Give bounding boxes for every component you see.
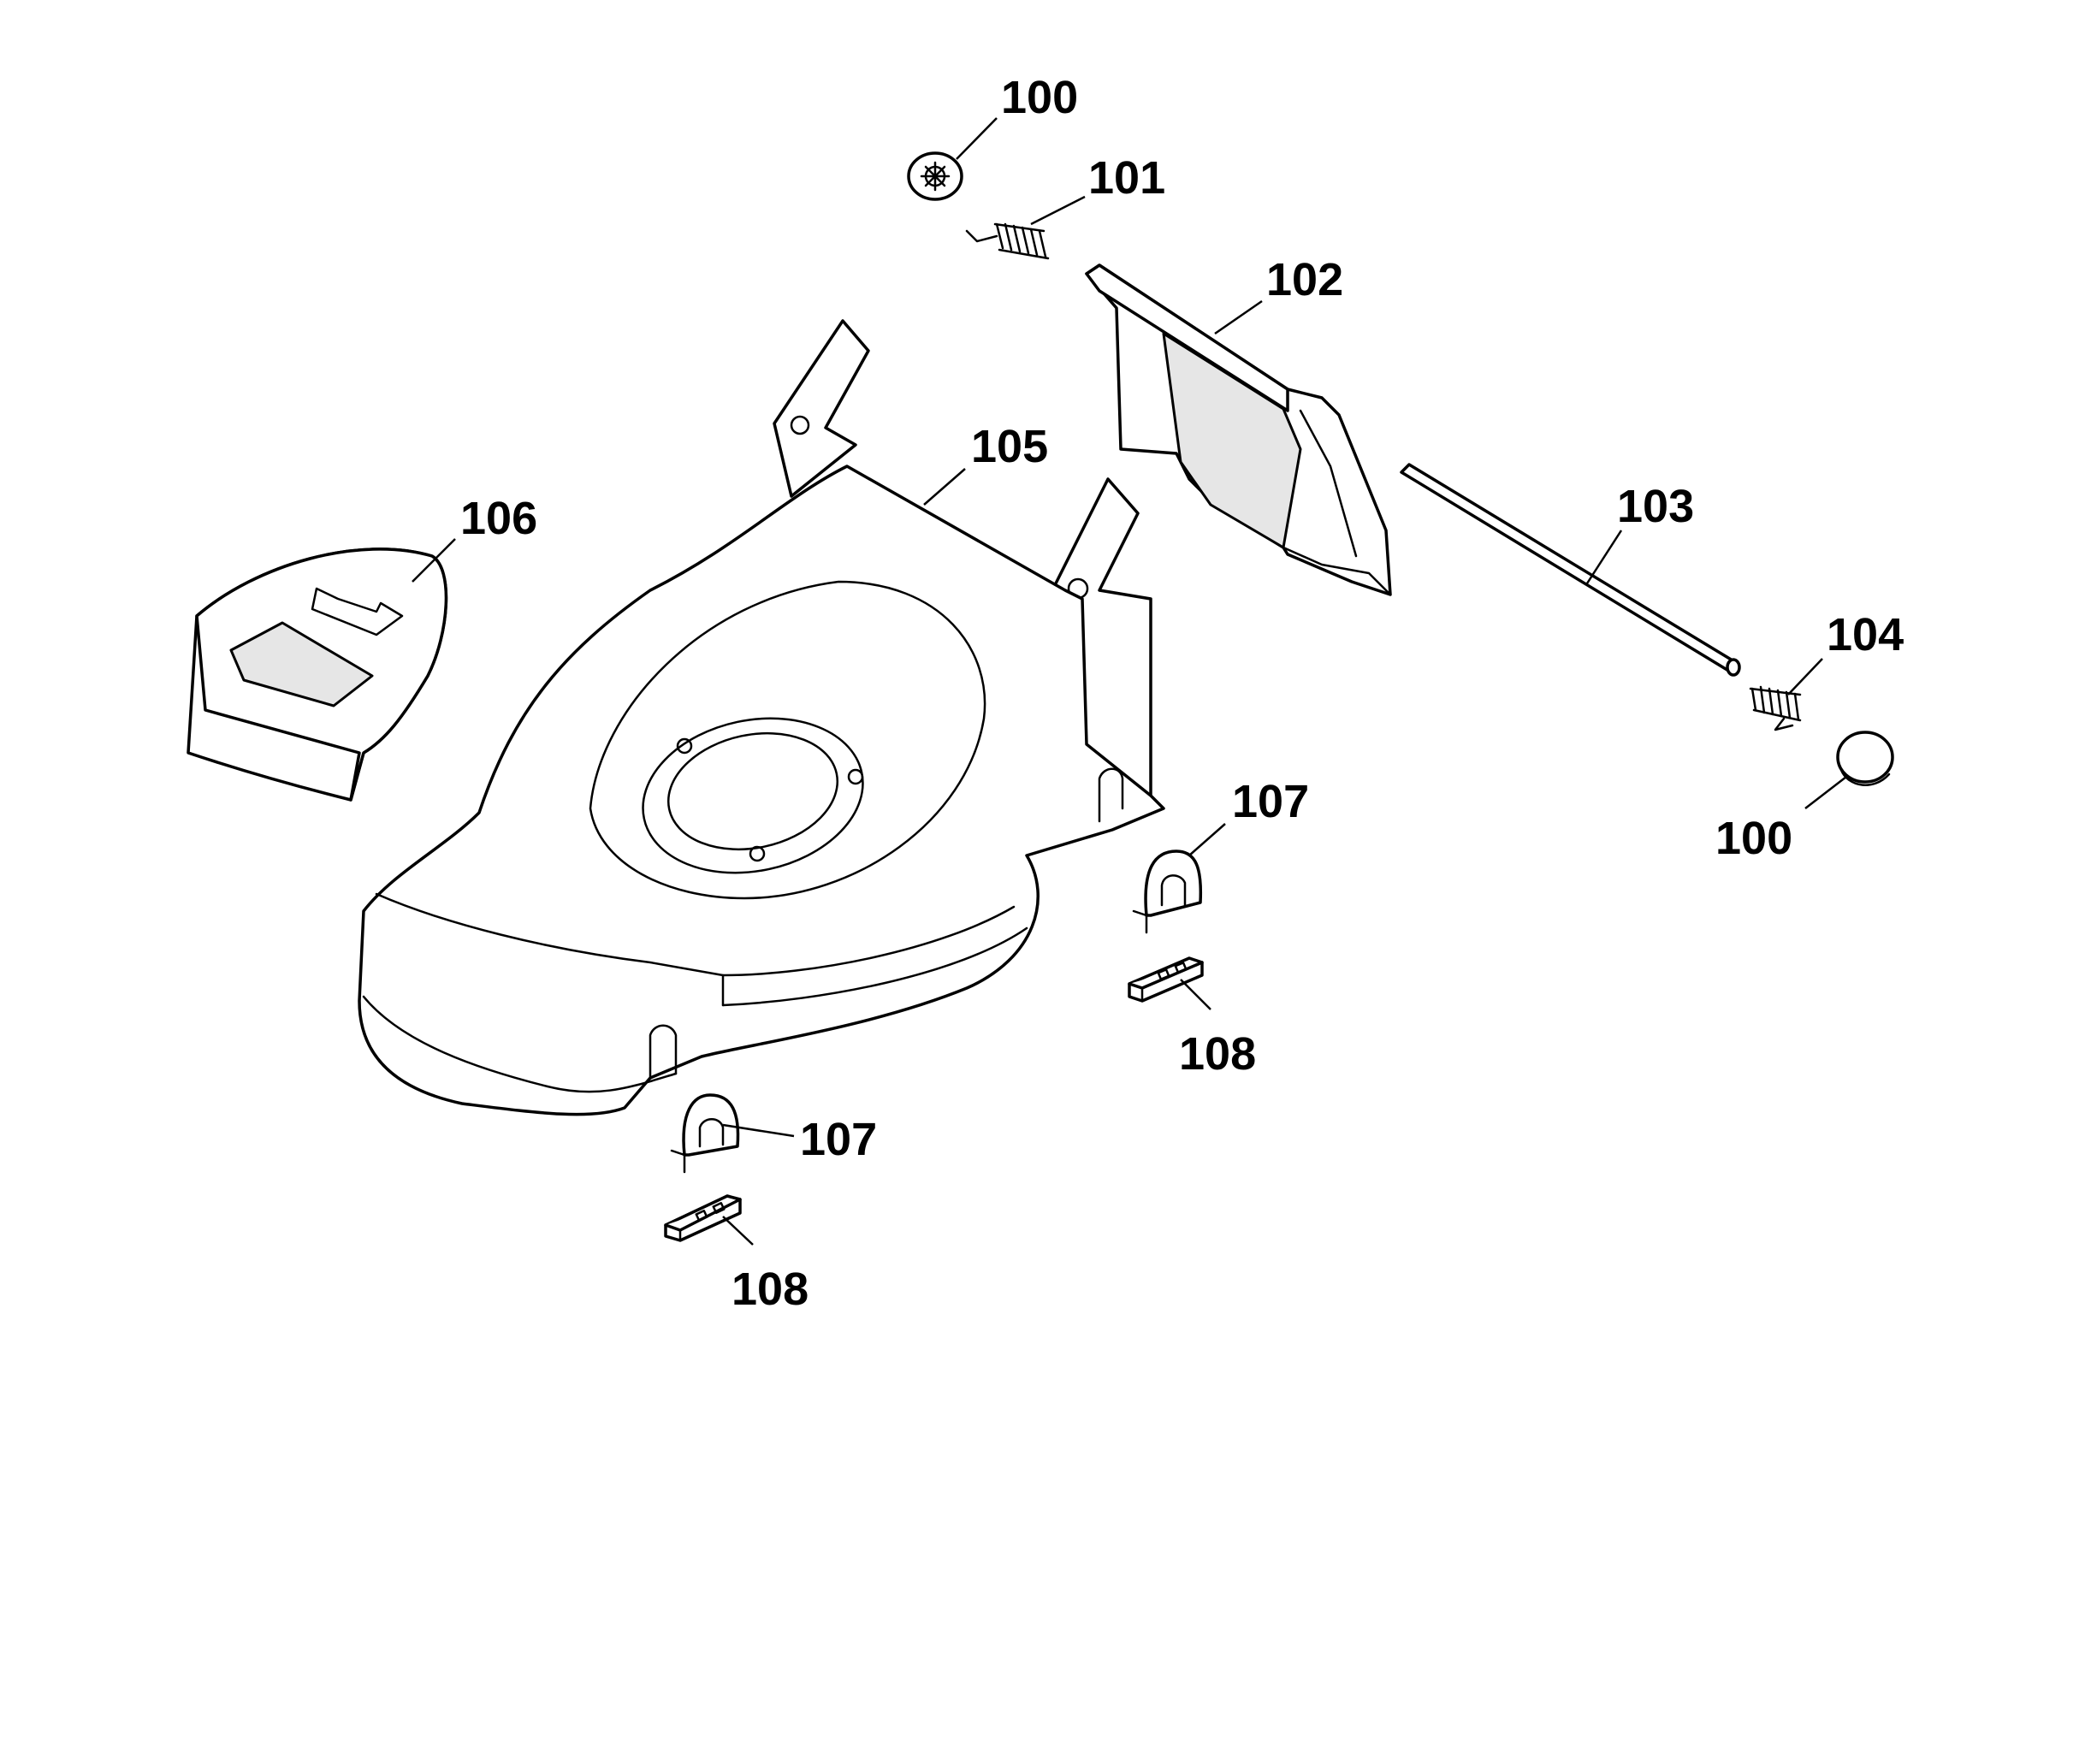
part-107-clip-right	[1132, 849, 1203, 934]
callout-labels: 100 101 102 103 104 100 105 106 107 108 …	[460, 72, 1904, 1315]
leader-108-right	[1180, 979, 1211, 1010]
callout-106: 106	[460, 493, 537, 544]
leader-100-top	[956, 117, 998, 160]
leader-106	[412, 538, 456, 583]
leader-100-right	[1804, 776, 1847, 809]
part-108-block-right	[1128, 956, 1204, 1003]
callout-108-right: 108	[1179, 1028, 1256, 1080]
callout-100-top: 100	[1001, 72, 1078, 123]
part-108-block-left	[664, 1194, 742, 1242]
leader-104	[1787, 658, 1823, 696]
leader-108-left	[722, 1216, 754, 1246]
callout-104: 104	[1827, 609, 1904, 660]
part-105-deck-housing	[358, 319, 1165, 1116]
callout-103: 103	[1617, 481, 1694, 532]
part-106-cover	[187, 548, 448, 802]
callout-102: 102	[1266, 254, 1343, 305]
part-107-clip-left	[670, 1093, 740, 1174]
callout-105: 105	[971, 421, 1048, 472]
part-100-cap-right	[1836, 731, 1894, 786]
part-100-star-washer-top	[907, 151, 963, 201]
leader-103	[1585, 530, 1623, 584]
part-102-deflector-flap	[1085, 263, 1392, 596]
leader-102	[1214, 299, 1263, 335]
leader-101	[1030, 195, 1086, 226]
leader-107-right	[1188, 823, 1226, 856]
part-104-spring	[1749, 685, 1802, 731]
leader-107-left	[722, 1123, 795, 1138]
leader-105	[923, 468, 966, 506]
part-103-hinge-rod	[1400, 463, 1741, 677]
part-101-spring	[965, 222, 1050, 260]
callout-107-right: 107	[1232, 776, 1309, 827]
callout-107-left: 107	[800, 1114, 877, 1165]
leader-lines	[412, 117, 1847, 1246]
callout-100-right: 100	[1715, 813, 1792, 864]
callout-101: 101	[1088, 152, 1165, 204]
callout-108-left: 108	[732, 1264, 809, 1315]
